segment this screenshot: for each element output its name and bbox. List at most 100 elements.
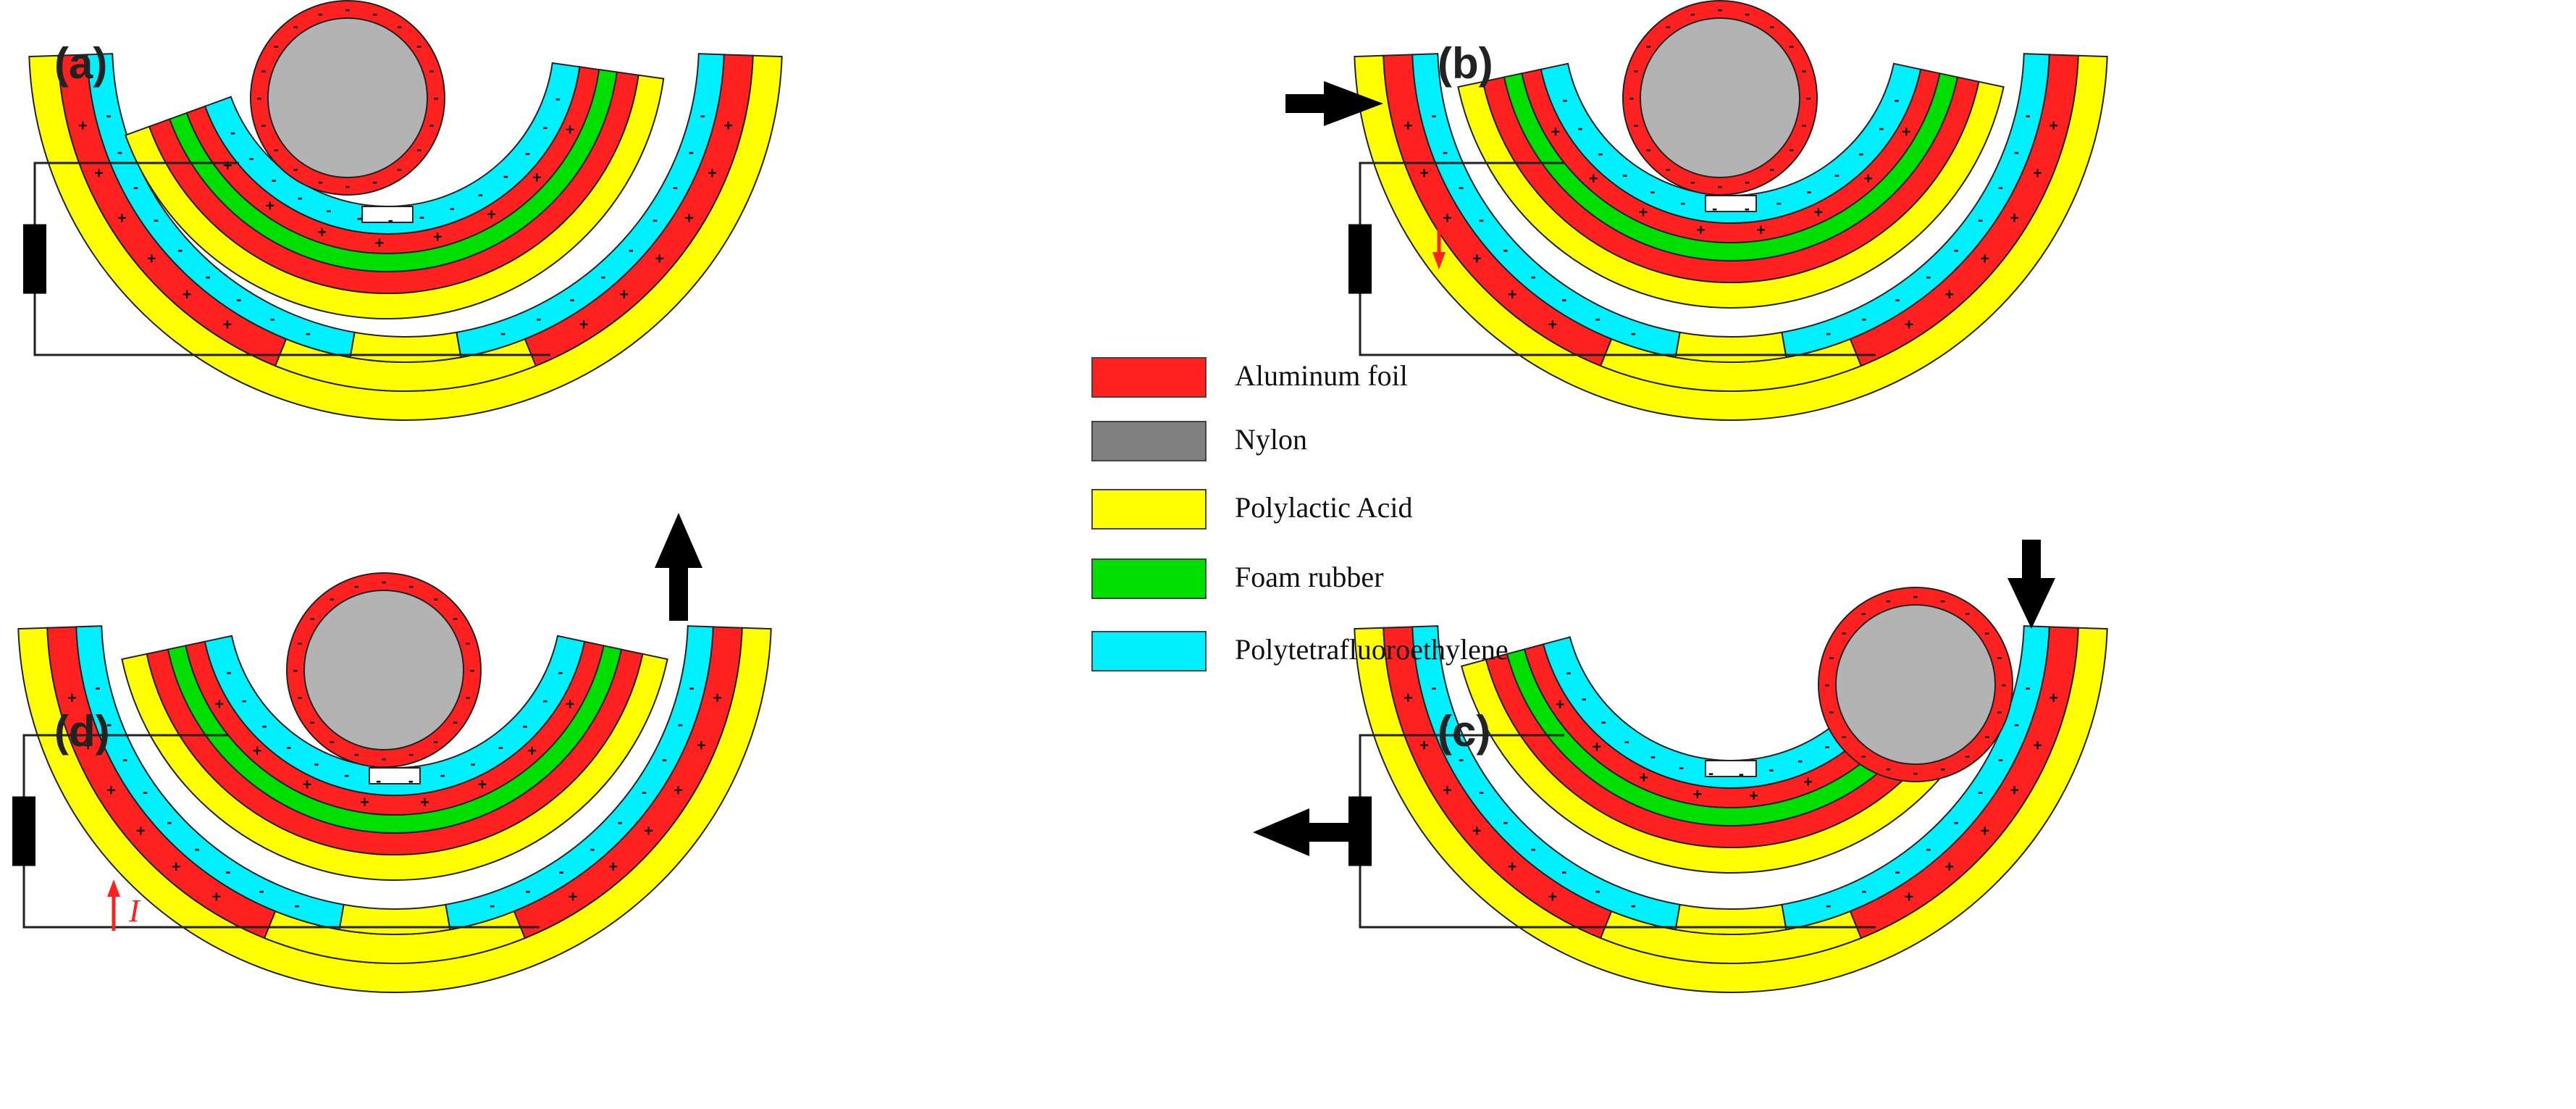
negative-charge: - [1531, 840, 1536, 858]
legend-label-aluminum: Aluminum foil [1235, 359, 1408, 392]
negative-charge: - [503, 167, 508, 185]
negative-charge: - [465, 688, 470, 706]
positive-charge: + [608, 858, 618, 876]
negative-charge: - [122, 750, 127, 768]
negative-charge: - [490, 896, 495, 914]
negative-charge: - [106, 715, 112, 733]
negative-charge: - [1503, 813, 1508, 831]
positive-charge: + [1905, 316, 1914, 334]
negative-charge: - [1624, 732, 1629, 750]
negative-charge: - [542, 118, 547, 136]
positive-charge: + [1548, 888, 1558, 906]
negative-charge: - [1561, 290, 1566, 309]
negative-charge: - [314, 754, 319, 772]
negative-charge: - [1631, 896, 1636, 914]
positive-charge: + [360, 793, 369, 811]
negative-charge: - [1953, 240, 1958, 259]
negative-charge: - [1633, 61, 1638, 79]
inner-ptfe-layer [1542, 636, 1917, 789]
positive-charge: + [1944, 285, 1954, 304]
negative-charge: - [1431, 106, 1436, 124]
negative-charge: - [261, 116, 266, 134]
negative-charge: - [318, 172, 323, 191]
positive-charge: + [723, 117, 733, 135]
negative-charge: - [440, 766, 445, 784]
negative-charge: - [429, 61, 434, 79]
negative-charge: - [1650, 748, 1656, 766]
negative-charge: - [297, 688, 302, 706]
negative-charge: - [95, 678, 100, 696]
negative-charge: - [1953, 813, 1958, 831]
negative-charge: - [570, 290, 575, 309]
negative-charge: - [2025, 678, 2030, 696]
negative-charge: - [1717, 0, 1722, 18]
negative-charge: - [433, 589, 438, 607]
negative-charge: - [689, 143, 694, 161]
positive-charge: + [2033, 737, 2042, 755]
negative-charge: - [167, 813, 172, 831]
positive-charge: + [566, 120, 575, 138]
negative-charge: - [1479, 211, 1484, 229]
negative-charge: - [106, 106, 111, 124]
negative-charge: - [1622, 165, 1627, 183]
negative-charge: - [1886, 591, 1891, 609]
positive-charge: + [147, 250, 156, 268]
negative-charge: - [1503, 240, 1508, 259]
positive-charge: + [697, 737, 706, 755]
negative-charge: - [1629, 88, 1634, 106]
center-gap [1705, 760, 1757, 777]
positive-charge: + [1639, 769, 1648, 787]
positive-charge: + [2049, 689, 2058, 707]
nylon-roller [1835, 604, 1996, 765]
negative-charge: - [1595, 309, 1600, 327]
negative-charge: - [689, 678, 694, 696]
negative-charge: - [274, 36, 279, 54]
negative-charge: - [1926, 840, 1931, 858]
negative-charge: - [272, 171, 277, 189]
current-label-d: I [128, 893, 141, 929]
nylon-roller [1640, 17, 1800, 178]
negative-charge: - [226, 663, 231, 681]
negative-charge: - [1940, 759, 1945, 777]
legend-swatch-pla [1091, 489, 1207, 530]
positive-charge: + [1980, 822, 1989, 840]
positive-charge: + [433, 227, 442, 246]
positive-charge: + [566, 695, 575, 713]
negative-charge: - [1745, 199, 1750, 217]
negative-charge: - [470, 754, 475, 772]
negative-charge: - [498, 737, 503, 756]
positive-charge: + [1419, 737, 1429, 755]
resistor-load [12, 796, 35, 866]
legend: Aluminum foil Nylon Polylactic Acid Foam… [1091, 357, 1509, 671]
arrow-left-icon [1253, 808, 1354, 856]
negative-charge: - [1801, 61, 1806, 79]
negative-charge: - [555, 89, 561, 107]
positive-charge: + [253, 742, 262, 760]
current-indicator-b: I [1432, 219, 1464, 269]
positive-charge: + [1551, 123, 1560, 141]
negative-charge: - [269, 309, 274, 327]
negative-charge: - [117, 143, 122, 161]
negative-charge: - [1895, 290, 1900, 309]
positive-charge: + [708, 164, 717, 183]
negative-charge: - [600, 267, 605, 285]
negative-charge: - [286, 737, 291, 756]
nylon-roller [303, 590, 464, 750]
negative-charge: - [453, 713, 458, 731]
negative-charge: - [143, 783, 148, 801]
positive-charge: + [2010, 781, 2019, 799]
negative-charge: - [1842, 623, 1847, 641]
panel-label-a: (a) [54, 39, 107, 88]
negative-charge: - [408, 577, 414, 595]
negative-charge: - [1690, 4, 1695, 22]
resistor-load [1348, 224, 1372, 294]
current-label-b: I [1451, 219, 1464, 255]
negative-charge: - [306, 324, 311, 342]
negative-charge: - [1861, 603, 1866, 622]
negative-charge: - [1913, 587, 1918, 605]
negative-charge: - [318, 4, 323, 22]
negative-charge: - [1861, 747, 1866, 765]
positive-charge: + [1639, 204, 1648, 222]
current-indicator-d: I [107, 879, 141, 931]
positive-charge: + [265, 196, 274, 214]
